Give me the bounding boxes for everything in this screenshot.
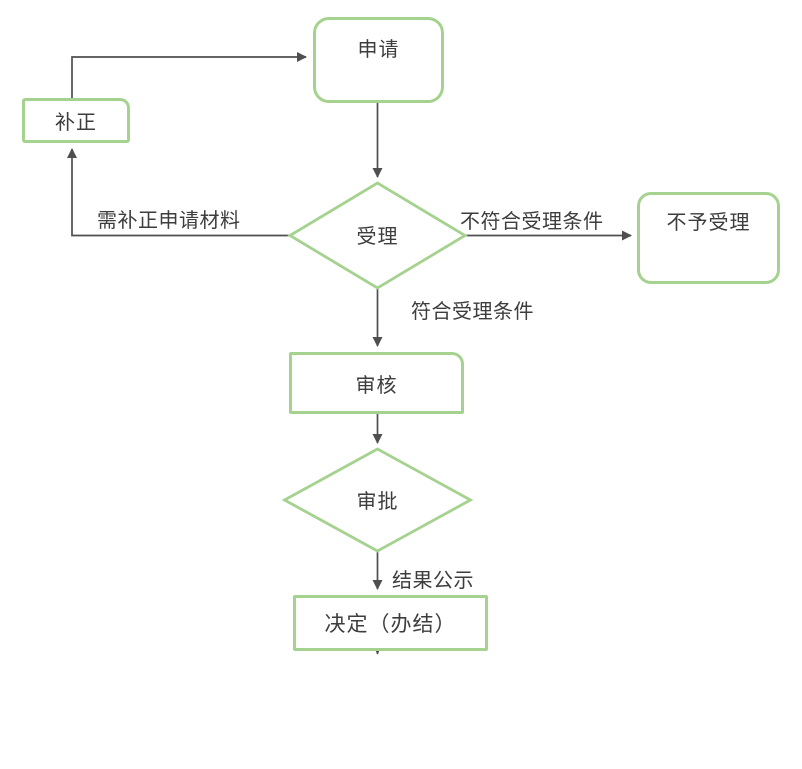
approve-diamond-shape: [281, 447, 474, 553]
node-decision: 决定（办结）: [293, 595, 488, 651]
node-reject-label: 不予受理: [666, 210, 751, 234]
node-decision-label: 决定（办结）: [324, 612, 457, 636]
node-correction-label: 补正: [55, 110, 97, 134]
edge-label-need-correction: 需补正申请材料: [97, 208, 241, 232]
node-correction: 补正: [22, 98, 130, 143]
edge-label-result-publish: 结果公示: [392, 568, 474, 592]
node-apply: 申请: [313, 17, 444, 103]
node-review: 审核: [289, 352, 464, 414]
edge-accept-to-correction: [66, 147, 290, 237]
node-review-label: 审核: [355, 372, 398, 397]
accept-diamond-shape: [287, 181, 468, 290]
node-apply-label: 申请: [357, 37, 400, 61]
edge-correction-to-apply: [71, 51, 308, 98]
node-reject: 不予受理: [637, 192, 780, 284]
edge-label-not-qualified: 不符合受理条件: [460, 209, 604, 233]
edge-label-qualified: 符合受理条件: [411, 299, 534, 323]
